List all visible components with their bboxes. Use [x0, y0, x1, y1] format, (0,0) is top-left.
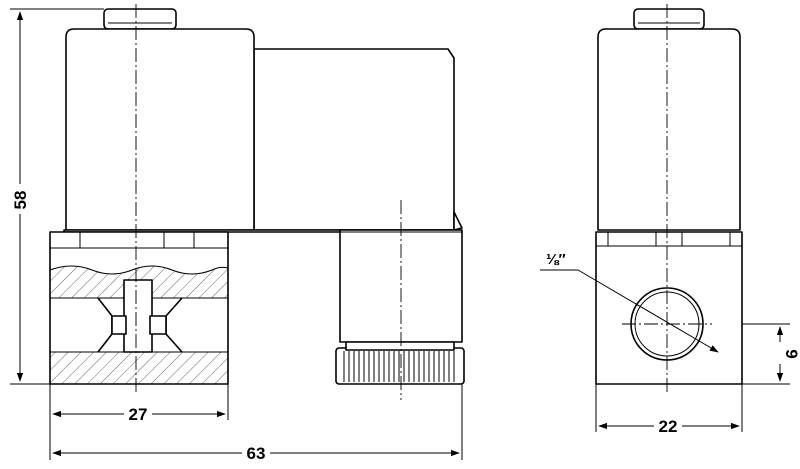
- valve-body-section: [49, 231, 229, 385]
- connector-nut: [335, 341, 465, 385]
- side-top-knob: [633, 8, 705, 30]
- dimension-body-length-label: 27: [129, 405, 148, 424]
- port-thread-callout: ⅛″: [540, 251, 719, 353]
- dimension-overall-length: 63: [52, 384, 463, 464]
- coil-housing: [65, 28, 463, 231]
- front-view: [49, 4, 465, 400]
- dimension-overall-length-label: 63: [247, 444, 266, 463]
- side-coil-housing: [597, 28, 741, 231]
- dimension-side-width: 22: [595, 384, 743, 437]
- side-view: [595, 4, 743, 392]
- dimension-body-length: 27: [49, 384, 229, 460]
- dimension-port-offset: 9: [742, 323, 800, 385]
- top-knob: [103, 8, 177, 30]
- dimension-height: 58: [10, 8, 104, 385]
- dimension-port-offset-label: 9: [782, 349, 800, 358]
- dimension-height-label: 58: [11, 191, 30, 210]
- port-thread-label: ⅛″: [546, 251, 566, 268]
- dimension-side-width-label: 22: [659, 417, 678, 436]
